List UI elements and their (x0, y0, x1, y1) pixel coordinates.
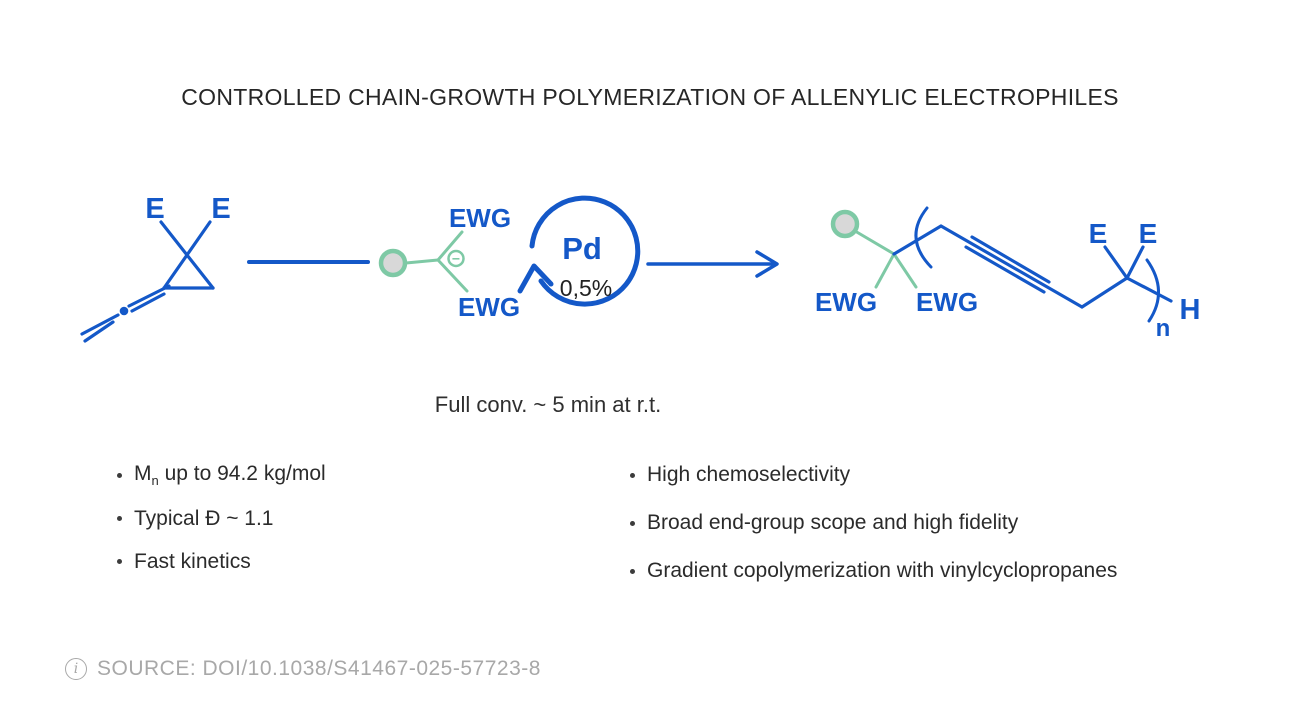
allene-double-bond (83, 320, 115, 343)
bond-green (892, 252, 918, 289)
repeat-subscript-n: n (1156, 315, 1171, 342)
bullet-icon (117, 559, 122, 564)
feature-text: High chemoselectivity (647, 463, 851, 486)
product-end-ball (830, 209, 860, 239)
repeat-unit-close-bracket (1145, 258, 1160, 323)
page-title: CONTROLLED CHAIN-GROWTH POLYMERIZATION O… (181, 84, 1119, 110)
bond (1103, 245, 1129, 280)
list-item: High chemoselectivity (630, 451, 1117, 499)
carbanion-minus-icon: − (452, 251, 460, 267)
monomer-e-left-label: E (145, 193, 164, 225)
list-item: Typical Đ ~ 1.1 (117, 497, 326, 540)
bond-green (853, 229, 896, 256)
allene-double-bond (80, 313, 120, 336)
end-group-h-label: H (1180, 294, 1201, 326)
bullet-icon (630, 568, 635, 574)
bond (1125, 276, 1173, 303)
carbanion-circle (447, 249, 465, 268)
allene-center-dot (119, 306, 129, 316)
feature-text: Mn up to 94.2 kg/mol (134, 462, 326, 489)
list-item: Fast kinetics (117, 540, 326, 583)
feature-text: Gradient copolymerization with vinylcycl… (647, 559, 1118, 582)
bond (162, 220, 212, 290)
list-item: Mn up to 94.2 kg/mol (117, 454, 326, 497)
reaction-arrow (646, 250, 779, 278)
monomer-e-right-label: E (211, 193, 230, 225)
bullet-icon (117, 473, 122, 478)
bond-green (436, 258, 469, 293)
alkyne-parallel-bond (964, 245, 1046, 294)
catalytic-cycle: Pd 0,5% (517, 195, 641, 307)
initiator-structure: − EWG EWG (378, 203, 520, 322)
feature-text: Broad end-group scope and high fidelity (647, 511, 1019, 534)
product-ewg-right-label: EWG (916, 287, 978, 317)
source-text: SOURCE: DOI/10.1038/S41467-025-57723-8 (97, 657, 541, 680)
bond-green (436, 230, 464, 262)
allene-double-bond (127, 284, 171, 308)
product-ewg-left-label: EWG (815, 287, 877, 317)
feature-text: Typical Đ ~ 1.1 (134, 506, 274, 530)
feature-list-left: Mn up to 94.2 kg/mol Typical Đ ~ 1.1 Fas… (117, 454, 326, 583)
bond-green (874, 252, 896, 289)
list-item: Gradient copolymerization with vinylcycl… (630, 547, 1117, 595)
bullet-icon (117, 516, 122, 521)
initiator-ewg-bottom-label: EWG (458, 292, 520, 322)
bond-green (404, 258, 440, 265)
monomer-structure: E E (80, 193, 231, 343)
cycle-arc (529, 195, 641, 307)
repeat-unit-open-bracket (914, 206, 933, 269)
catalyst-symbol: Pd (562, 231, 602, 266)
list-item: Broad end-group scope and high fidelity (630, 499, 1117, 547)
bond (1080, 276, 1129, 309)
initiator-ewg-top-label: EWG (449, 203, 511, 233)
bullet-icon (630, 472, 635, 478)
bond (1125, 245, 1145, 280)
feature-text: Fast kinetics (134, 549, 251, 573)
allene-double-bond (130, 292, 166, 313)
bullet-icon (630, 520, 635, 526)
chain-bond (939, 224, 1084, 309)
alkyne-parallel-bond (970, 235, 1051, 284)
product-structure: EWG EWG E E n H (815, 206, 1201, 342)
source-line: i SOURCE: DOI/10.1038/S41467-025-57723-8 (65, 657, 541, 681)
initiator-ball (378, 248, 408, 278)
reaction-conditions: Full conv. ~ 5 min at r.t. (434, 392, 662, 417)
feature-list-right: High chemoselectivity Broad end-group sc… (630, 451, 1117, 595)
cycle-arrowhead-icon (517, 263, 554, 294)
info-icon: i (65, 658, 87, 680)
arrow-head-icon (755, 250, 779, 278)
catalyst-loading: 0,5% (560, 275, 612, 301)
product-e-left-label: E (1089, 218, 1108, 249)
product-e-right-label: E (1139, 218, 1158, 249)
